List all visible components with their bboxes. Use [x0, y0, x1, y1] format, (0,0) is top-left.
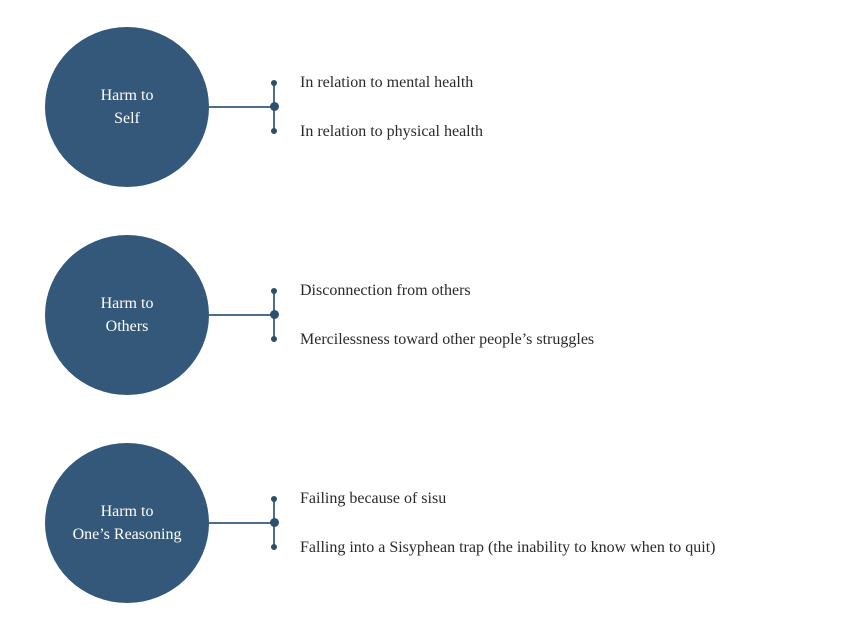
harm-to-others-title-line1: Harm to — [100, 295, 154, 312]
harm-to-self-group: Harm to Self In relation to mental healt… — [0, 27, 850, 187]
harm-to-self-title-line2: Self — [114, 110, 140, 127]
harm-to-others-dot-top — [271, 288, 277, 294]
harm-to-self-item-2: In relation to physical health — [300, 123, 484, 140]
harm-to-reasoning-connector — [209, 522, 275, 524]
harm-to-others-dot-bottom — [271, 336, 277, 342]
harm-to-reasoning-circle: Harm to One’s Reasoning — [45, 443, 209, 603]
harm-to-reasoning-dot-center — [269, 518, 279, 527]
harm-to-reasoning-item-2: Falling into a Sisyphean trap (the inabi… — [300, 539, 716, 556]
harm-to-self-dot-top — [271, 80, 277, 86]
harm-to-others-title-line2: Others — [105, 318, 149, 335]
harm-to-self-item-1: In relation to mental health — [300, 74, 474, 91]
harm-to-self-title-line1: Harm to — [100, 87, 154, 104]
harm-to-reasoning-dot-top — [271, 496, 277, 502]
harm-to-reasoning-title-line2: One’s Reasoning — [72, 526, 182, 543]
harm-to-reasoning-item-1: Failing because of sisu — [300, 490, 447, 507]
harm-to-others-circle: Harm to Others — [45, 235, 209, 395]
harm-to-others-connector — [209, 314, 275, 316]
harm-to-others-item-2: Mercilessness toward other people’s stru… — [300, 331, 595, 348]
harm-to-others-dot-center — [269, 310, 279, 319]
harm-to-reasoning-dot-bottom — [271, 544, 277, 550]
harm-to-others-group: Harm to Others Disconnection from others… — [0, 235, 850, 395]
harm-to-self-circle: Harm to Self — [45, 27, 209, 187]
harm-to-self-connector — [209, 106, 275, 108]
harm-to-reasoning-group: Harm to One’s Reasoning Failing because … — [0, 443, 850, 603]
harm-to-others-item-1: Disconnection from others — [300, 282, 471, 299]
harm-to-reasoning-title-line1: Harm to — [100, 503, 154, 520]
harm-to-self-dot-center — [269, 102, 279, 111]
harm-to-self-dot-bottom — [271, 128, 277, 134]
